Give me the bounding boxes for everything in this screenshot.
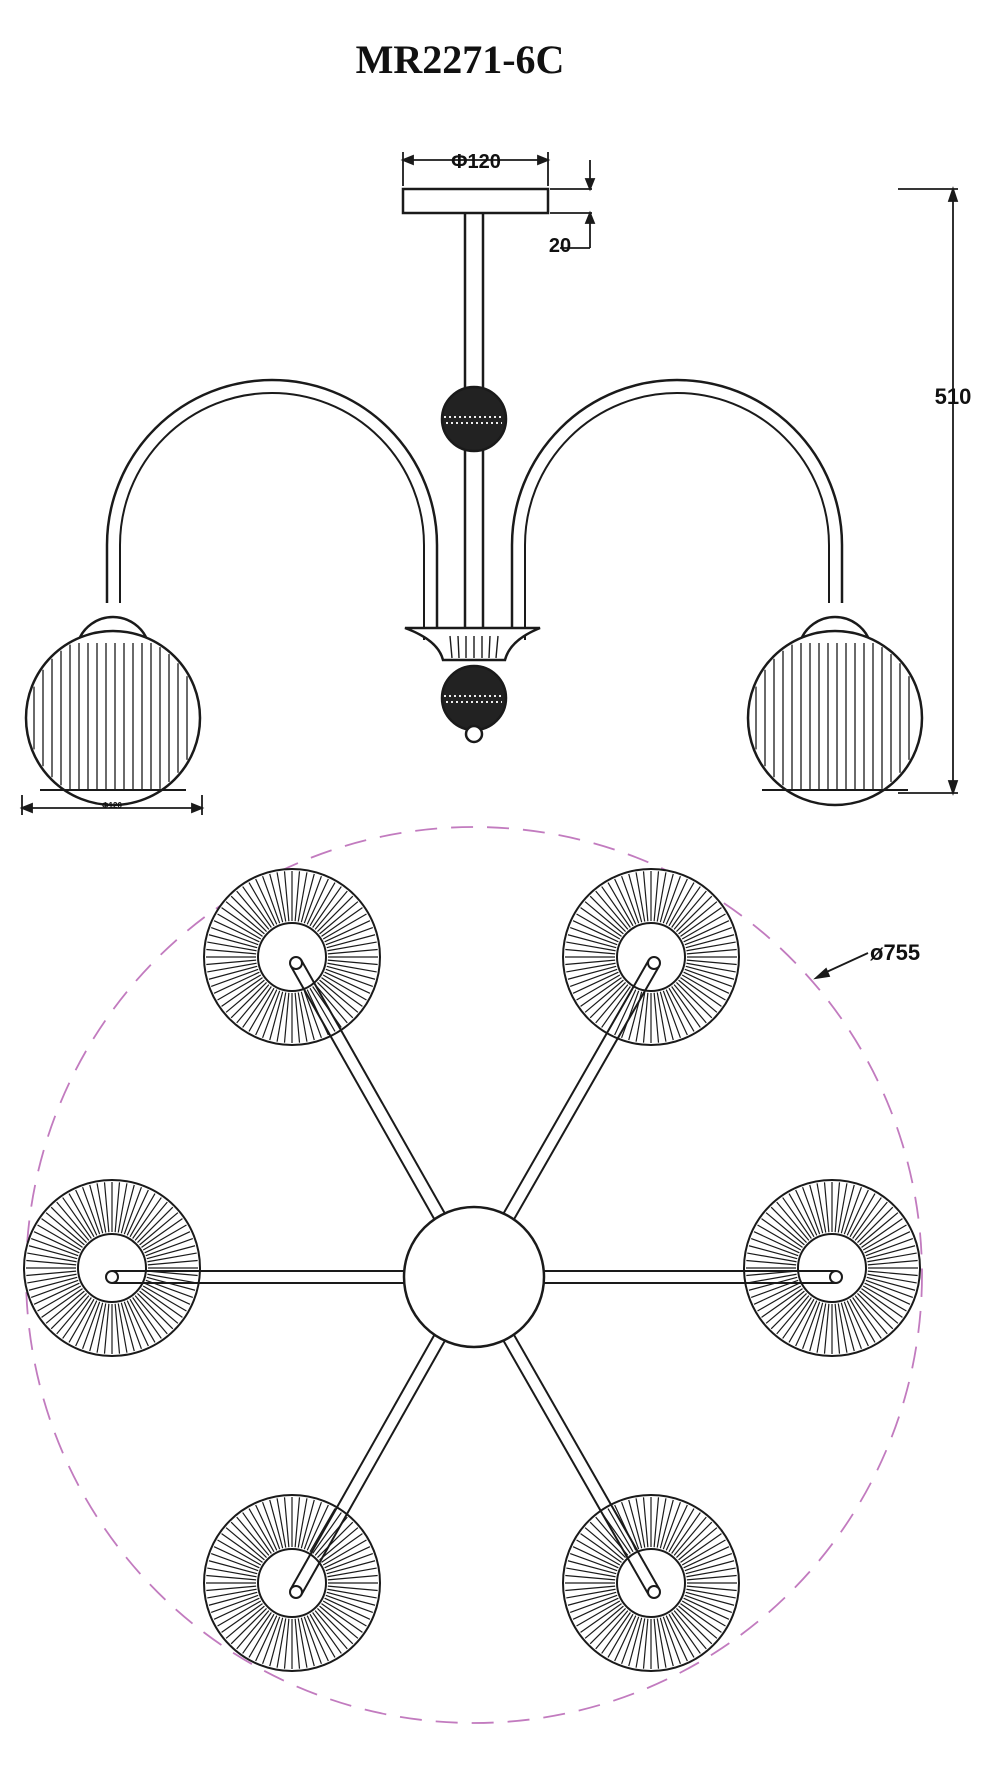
dim-canopy-height [550,160,596,249]
shade-diameter-label: Φ120 [102,801,122,810]
dim-total-height [898,186,959,796]
plan-shade-rosette [203,1494,381,1672]
left-shade-ribs [33,643,188,790]
dim-overall-diameter [813,952,869,980]
plan-shade-rosette [23,1179,201,1357]
total-height-label: 510 [935,384,972,409]
plan-shade-rosette [203,868,381,1046]
plan-view [23,868,921,1672]
center-collar-ribs [449,635,499,659]
left-arm-inner [119,392,425,640]
canopy-diameter-label: Φ120 [451,151,501,173]
model-title: MR2271-6C [356,37,565,82]
plan-shade-rosette [562,1494,740,1672]
dim-shade-diameter [19,795,205,815]
left-arm [105,378,439,640]
lower-decor-ball [440,664,508,744]
overall-diameter-label: ø755 [870,940,920,965]
canopy-plate [401,187,550,215]
plan-center-hub [402,1205,546,1349]
center-collar [404,626,541,662]
dim-canopy-diameter [400,152,551,186]
canopy-height-label: 20 [549,235,571,257]
side-view [24,187,924,807]
plan-shade-rosette [743,1179,921,1357]
right-shade-ribs [755,643,910,790]
plan-shades [23,868,921,1672]
left-shade [24,615,202,807]
right-arm [510,378,844,640]
upper-decor-ball [440,385,508,453]
right-shade [746,615,924,807]
right-arm-inner [524,392,830,640]
